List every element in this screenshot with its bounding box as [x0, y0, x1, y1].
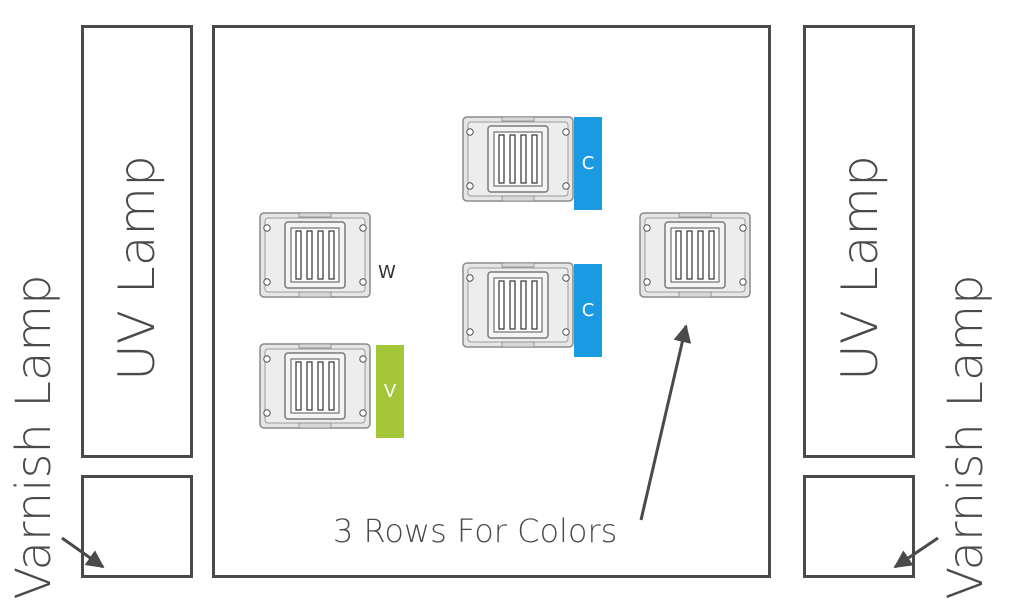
- uv-lamp-right: [803, 25, 915, 458]
- cyan-bottom-channel-label: C: [574, 264, 602, 357]
- white-channel-label: W: [378, 262, 396, 283]
- caption-three-rows: 3 Rows For Colors: [333, 512, 618, 550]
- uv-lamp-right-label: UV Lamp: [831, 155, 889, 381]
- printhead-empty: [639, 212, 751, 298]
- varnish-lamp-right-label: Varnish Lamp: [938, 274, 994, 600]
- printhead-cyan-top: [462, 116, 574, 202]
- varnish-lamp-left-label: Varnish Lamp: [6, 274, 62, 600]
- printhead-white: [259, 212, 371, 298]
- varnish-channel-label: V: [376, 345, 404, 438]
- uv-lamp-left-label: UV Lamp: [108, 155, 166, 381]
- varnish-lamp-left-box: [81, 475, 193, 578]
- printhead-varnish: [259, 343, 371, 429]
- uv-lamp-left: [81, 25, 193, 458]
- printhead-cyan-bottom: [462, 262, 574, 348]
- cyan-top-channel-label: C: [574, 117, 602, 210]
- varnish-lamp-right-box: [803, 475, 915, 578]
